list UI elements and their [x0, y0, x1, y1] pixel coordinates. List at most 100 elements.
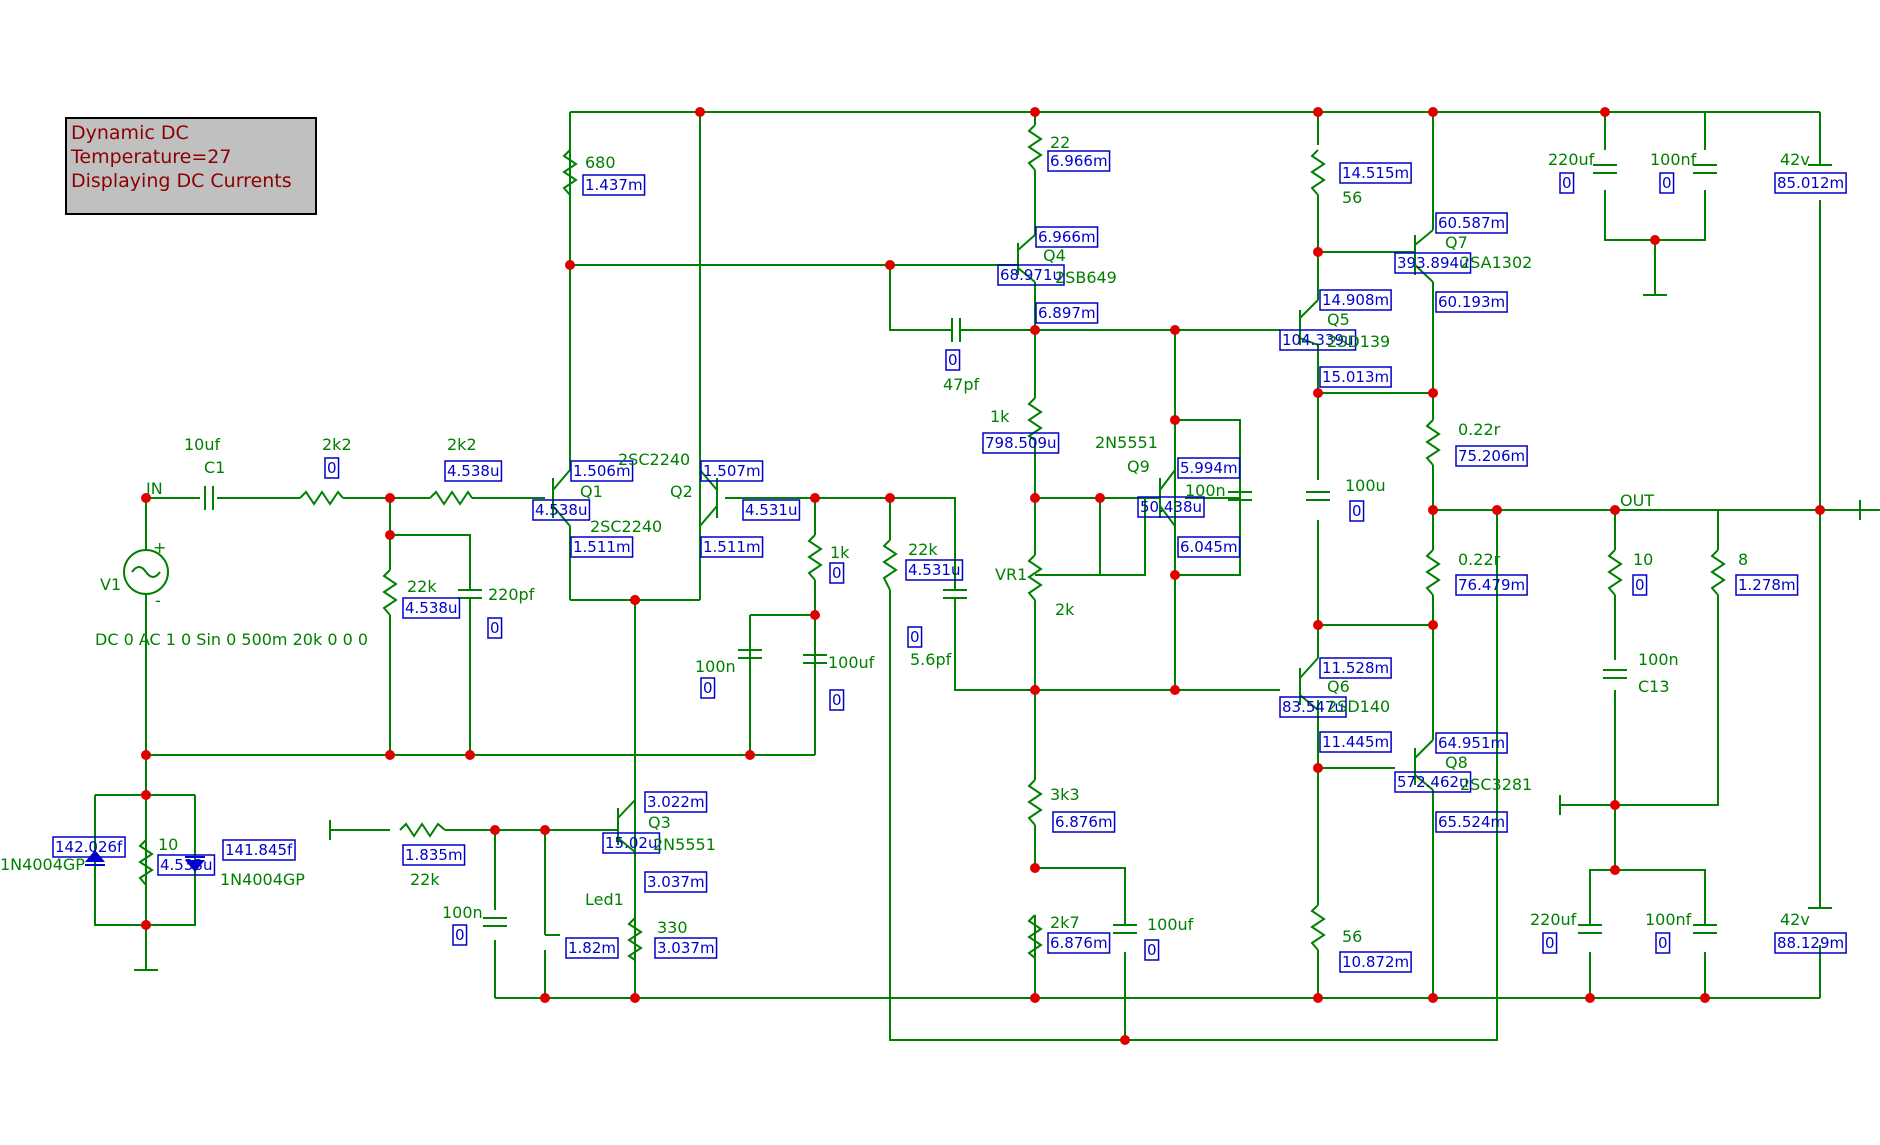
current-readout-frame	[1735, 574, 1799, 596]
current-readout-frame	[570, 460, 634, 482]
c100n-q9-value: 100n	[1185, 481, 1226, 500]
r330-value: 330	[657, 918, 688, 937]
v1-params: DC 0 AC 1 0 Sin 0 500m 20k 0 0 0	[95, 630, 368, 649]
current-readout-frame	[1035, 302, 1099, 324]
q7-type: 2SA1302	[1460, 253, 1532, 272]
c100u-value: 100u	[1345, 476, 1386, 495]
r-fb1k-current: 0	[832, 564, 842, 582]
current-readout-frame	[1435, 291, 1508, 313]
v42-bot-current: 88.129m	[1777, 934, 1844, 952]
r3k3-value: 3k3	[1050, 785, 1080, 804]
vr1-name: VR1	[995, 565, 1027, 584]
r8-value: 8	[1738, 550, 1748, 569]
c100nf-bot-value: 100nf	[1645, 910, 1692, 929]
v42-bot-value: 42v	[1780, 910, 1810, 929]
q9-name: Q9	[1127, 457, 1150, 476]
r2k7-current: 6.876m	[1050, 934, 1108, 952]
current-readout-frame	[1279, 696, 1347, 718]
current-readout-frame	[1435, 212, 1508, 234]
r56-top-current: 14.515m	[1342, 164, 1409, 182]
current-readout-frame	[1319, 657, 1392, 679]
current-readout-frame	[452, 924, 468, 946]
vr1-value: 2k	[1055, 600, 1075, 619]
q6-emitter-current: 11.445m	[1322, 733, 1389, 751]
c220uf-bot-current: 0	[1545, 934, 1555, 952]
v42-top-value: 42v	[1780, 150, 1810, 169]
current-readout-frame	[1177, 536, 1241, 558]
c56p-value: 5.6pf	[910, 650, 952, 669]
r1k-value: 1k	[990, 407, 1010, 426]
r-fb1k-value: 1k	[830, 543, 850, 562]
q2-collector-current: 1.507m	[703, 462, 761, 480]
components	[85, 124, 1861, 971]
current-readout-frame	[644, 871, 708, 893]
r22k-fb-current: 4.531u	[908, 561, 960, 579]
c220uf-top-value: 220uf	[1548, 150, 1595, 169]
q9-type: 2N5551	[1095, 433, 1158, 452]
q2-base-current: 4.531u	[745, 501, 797, 519]
q5-collector-current: 14.908m	[1322, 291, 1389, 309]
r022-bot-value: 0.22r	[1458, 550, 1501, 569]
q8-collector-current: 64.951m	[1438, 734, 1505, 752]
q6-base-current: 83.547u	[1282, 698, 1344, 716]
q3-type: 2N5551	[653, 835, 716, 854]
current-readout-frame	[907, 626, 923, 648]
q2-type: 2SC2240	[618, 450, 690, 469]
current-readout-frame	[222, 839, 296, 861]
current-readout-frame	[1435, 811, 1508, 833]
c100uf-b-current: 0	[1147, 941, 1157, 959]
r8-current: 1.278m	[1738, 576, 1796, 594]
q8-type: 2SC3281	[1460, 775, 1532, 794]
current-readout-frame	[700, 677, 716, 699]
current-readout-frame	[487, 617, 503, 639]
current-readout-frame	[742, 499, 801, 521]
current-readout-frame	[997, 264, 1065, 286]
q5-type: 2SD139	[1327, 332, 1390, 351]
c47p-current: 0	[948, 351, 958, 369]
q5-base-current: 104.339u	[1282, 331, 1354, 349]
q5-emitter-current: 15.013m	[1322, 368, 1389, 386]
q4-type: 2SB649	[1055, 268, 1117, 287]
c1-name: C1	[204, 458, 225, 477]
c56p-current: 0	[910, 628, 920, 646]
q4-emitter-current: 6.897m	[1038, 304, 1096, 322]
current-readout-frame	[602, 832, 661, 854]
r56-bot-value: 56	[1342, 927, 1362, 946]
c100u-current: 0	[1352, 502, 1362, 520]
current-readout-frame	[1035, 226, 1099, 248]
c100n-q3-value: 100n	[442, 903, 483, 922]
q4-name: Q4	[1043, 246, 1066, 265]
r-in1-current: 0	[327, 459, 337, 477]
r-in2-current: 4.538u	[447, 462, 499, 480]
simulation-info-box: Dynamic DC Temperature=27 Displaying DC …	[65, 117, 317, 215]
r022-top-current: 75.206m	[1458, 447, 1525, 465]
current-readout-frame	[1774, 172, 1847, 194]
c100nf-bot-current: 0	[1658, 934, 1668, 952]
r680-value: 680	[585, 153, 616, 172]
c100nf-top-current: 0	[1662, 174, 1672, 192]
current-readout-frame	[402, 597, 461, 619]
info-display-mode: Displaying DC Currents	[71, 170, 292, 192]
r22-value: 22	[1050, 133, 1070, 152]
q7-emitter-current: 60.193m	[1438, 293, 1505, 311]
current-readout-frame	[982, 432, 1060, 454]
labels: IN OUT V1 + - DC 0 AC 1 0 Sin 0 500m 20k…	[0, 133, 1847, 973]
current-readout-frame	[654, 937, 718, 959]
v1-name: V1	[100, 575, 121, 594]
q7-collector-current: 60.587m	[1438, 214, 1505, 232]
current-readout-frame	[1319, 366, 1392, 388]
q1-type: 2SC2240	[590, 517, 662, 536]
r10-current: 0	[1635, 576, 1645, 594]
c-220p-current: 0	[490, 619, 500, 637]
c100uf-a-current: 0	[832, 691, 842, 709]
current-readout-frame	[324, 457, 340, 479]
r22k-fb-value: 22k	[908, 540, 938, 559]
c13-value: 100n	[1638, 650, 1679, 669]
current-readout-frame	[1047, 150, 1111, 172]
r56-top-value: 56	[1342, 188, 1362, 207]
current-readout-frame	[700, 460, 764, 482]
current-readout-frame	[1455, 574, 1528, 596]
current-readout-frame	[1559, 172, 1575, 194]
q7-base-current: 393.894u	[1397, 254, 1469, 272]
